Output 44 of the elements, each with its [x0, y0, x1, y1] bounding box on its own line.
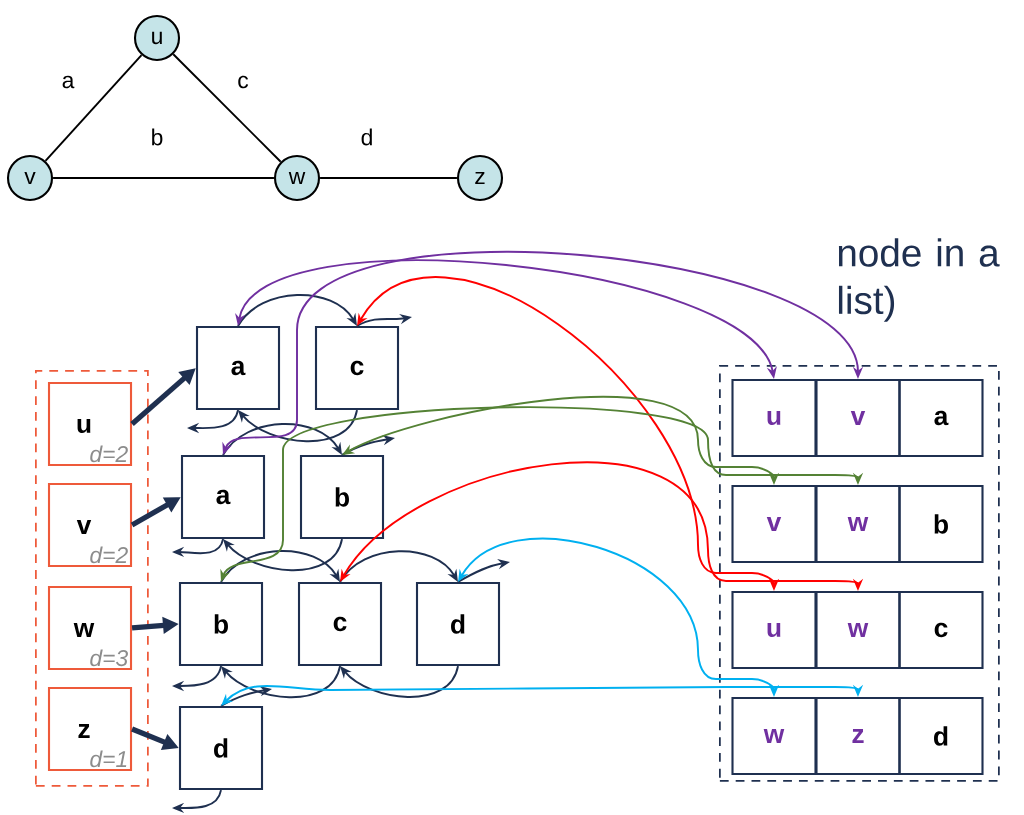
table-cell: z [815, 696, 901, 776]
dashed-frame [35, 370, 149, 787]
list-entry-box: a [180, 454, 266, 540]
connector-line [319, 177, 458, 179]
arrow [221, 665, 341, 699]
connector-line [44, 54, 143, 162]
list-entry-box: a [195, 325, 281, 411]
double-arrow [221, 684, 864, 706]
list-entry-box: b [178, 581, 264, 667]
table-cell: a [898, 378, 984, 458]
table-cell: v [731, 484, 817, 564]
list-entry-box: c [314, 325, 400, 411]
arrow [238, 409, 358, 443]
heading-text: node in a list) [838, 238, 1000, 322]
table-cell: w [731, 696, 817, 776]
edge-label: a [59, 74, 77, 90]
list-entry-box: d [415, 581, 501, 667]
vertex-box: v d=2 [47, 482, 133, 568]
table-cell: b [898, 484, 984, 564]
table-cell: w [815, 484, 901, 564]
table-cell: u [731, 378, 817, 458]
vertex-box: w d=3 [47, 585, 133, 671]
list-entry-box: d [178, 705, 264, 791]
dashed-frame [719, 365, 1000, 782]
table-cell: d [898, 696, 984, 776]
vertex-box: u d=2 [47, 381, 133, 467]
list-entry-box: b [299, 454, 385, 540]
arrow [340, 665, 459, 698]
arrow [220, 550, 340, 583]
table-cell: w [815, 590, 901, 670]
arrow [339, 550, 458, 583]
edge-label: d [358, 126, 376, 148]
connector-line [52, 177, 275, 179]
table-cell: u [731, 590, 817, 670]
connector-line [172, 53, 282, 163]
table-cell: v [815, 378, 901, 458]
arrow [222, 423, 342, 456]
arrow [237, 294, 357, 327]
edge-label: c [235, 74, 251, 90]
list-entry-box: c [297, 581, 383, 667]
vertex-box: z d=1 [47, 686, 133, 772]
edge-label: b [148, 126, 166, 148]
arrow [223, 538, 343, 572]
table-cell: c [898, 590, 984, 670]
